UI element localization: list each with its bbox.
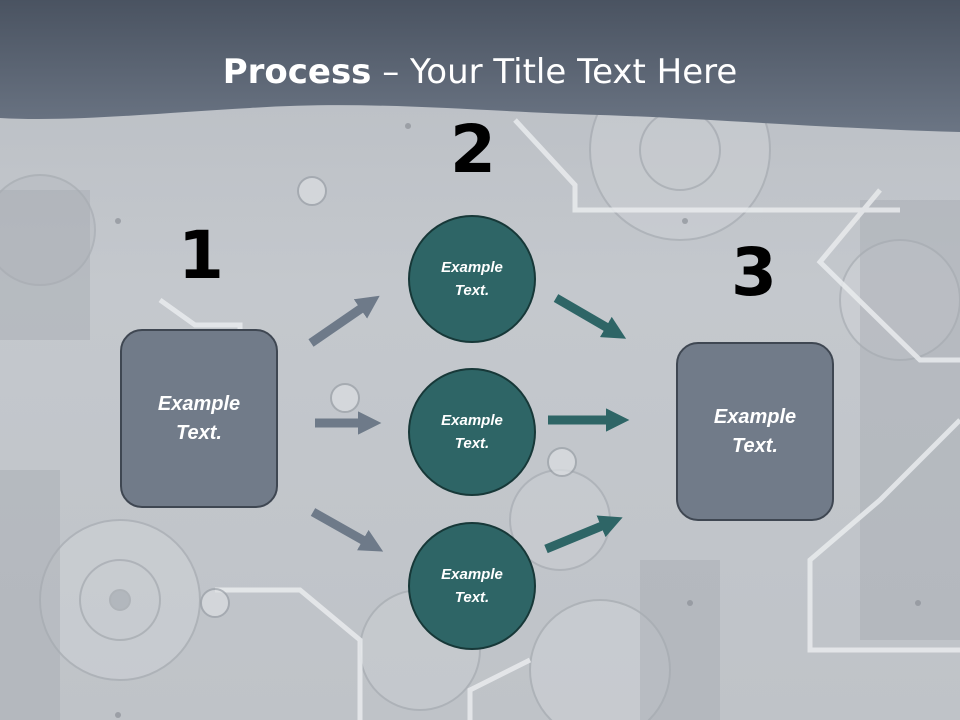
step-number-2: 2 bbox=[450, 111, 496, 188]
arrow-box1-to-node3 bbox=[310, 508, 384, 552]
process-node-1: Example Text. bbox=[408, 215, 536, 343]
step-number-1: 1 bbox=[178, 217, 224, 294]
step-number-3: 3 bbox=[731, 234, 777, 311]
arrow-node1-to-box3 bbox=[553, 294, 627, 339]
arrow-node3-to-box3 bbox=[544, 515, 623, 554]
step-box-1-text: Example Text. bbox=[157, 392, 241, 444]
step-box-1: Example Text. bbox=[120, 329, 278, 508]
process-node-2-text: Example Text. bbox=[441, 412, 503, 452]
header-band bbox=[0, 0, 960, 132]
arrow-box1-to-node1 bbox=[308, 295, 380, 347]
title-rest: – Your Title Text Here bbox=[371, 52, 738, 92]
title-bold: Process bbox=[222, 52, 372, 92]
step-box-3: Example Text. bbox=[676, 342, 834, 521]
process-node-1-text: Example Text. bbox=[441, 259, 503, 299]
page-title: Process – Your Title Text Here bbox=[0, 52, 960, 92]
process-node-2: Example Text. bbox=[408, 368, 536, 496]
process-node-3: Example Text. bbox=[408, 522, 536, 650]
step-box-3-text: Example Text. bbox=[713, 405, 797, 457]
process-node-3-text: Example Text. bbox=[441, 566, 503, 606]
